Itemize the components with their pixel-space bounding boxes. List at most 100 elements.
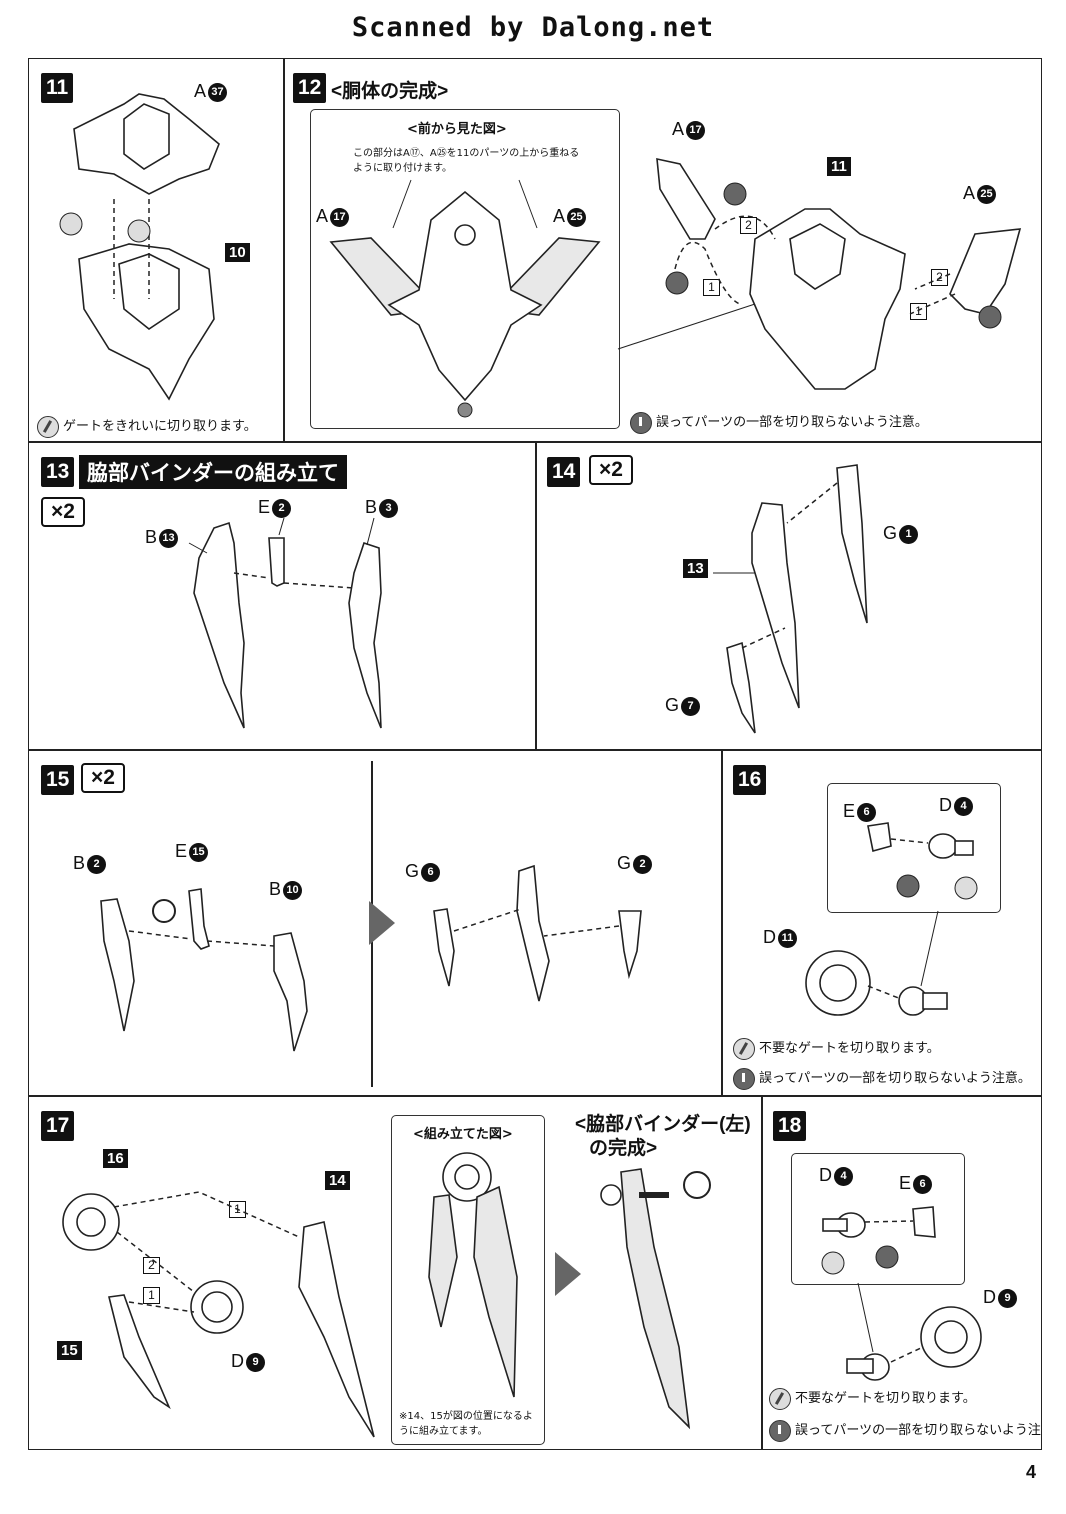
quantity-multiplier: ×2 bbox=[81, 763, 125, 793]
part-number: 1 bbox=[899, 524, 919, 544]
part-letter: G bbox=[405, 861, 420, 881]
order-marker: 1 bbox=[143, 1287, 160, 1304]
note-text: 誤ってパーツの一部を切り取らないよう注意。 bbox=[759, 1071, 1031, 1086]
part-letter: D bbox=[763, 927, 776, 947]
part-number: 17 bbox=[686, 120, 706, 140]
part-letter: B bbox=[73, 853, 86, 873]
note-text: ゲートをきれいに切り取ります。 bbox=[63, 419, 257, 434]
torso-assembly-drawing bbox=[617, 157, 1022, 390]
front-view-drawing bbox=[329, 179, 601, 418]
part-letter: G bbox=[665, 695, 680, 715]
step-title: <胴体の完成> bbox=[331, 81, 449, 102]
caution-icon bbox=[733, 1067, 755, 1090]
complete-title-2: の完成> bbox=[589, 1138, 658, 1159]
quantity-multiplier: ×2 bbox=[589, 455, 633, 485]
caution-icon bbox=[630, 411, 652, 434]
note-text: 不要なゲートを切り取ります。 bbox=[759, 1041, 940, 1056]
step-number: 15 bbox=[41, 765, 75, 795]
part-letter: B bbox=[269, 879, 282, 899]
binder-parts-drawing bbox=[188, 517, 382, 729]
assembled-view-note: ※14、15が図の位置になるように組み立てます。 bbox=[399, 1411, 533, 1437]
part-letter: A bbox=[963, 183, 976, 203]
assembled-view-title: <組み立てた図> bbox=[413, 1127, 513, 1142]
part-letter: D bbox=[983, 1287, 996, 1307]
step-number: 12 bbox=[293, 73, 327, 103]
joint-parts-drawing bbox=[805, 822, 978, 1016]
part-number: 13 bbox=[159, 528, 179, 548]
part-number: 11 bbox=[778, 928, 797, 948]
gate-note: 不要なゲートを切り取ります。 bbox=[733, 1037, 940, 1060]
step-title: 脇部バインダーの組み立て bbox=[79, 455, 347, 489]
nipper-icon bbox=[733, 1037, 755, 1060]
part-number: 25 bbox=[977, 184, 997, 204]
order-marker: 2 bbox=[931, 269, 948, 286]
part-letter: E bbox=[175, 841, 188, 861]
part-number: 37 bbox=[208, 82, 228, 102]
part-number: 4 bbox=[954, 796, 973, 816]
careful-note: 誤ってパーツの一部を切り取らないよう注意。 bbox=[630, 411, 928, 434]
part-number: 2 bbox=[87, 854, 107, 874]
binder-17-drawing bbox=[62, 1191, 375, 1438]
careful-note: 誤ってパーツの一部を切り取らないよう注意。 bbox=[769, 1419, 1042, 1442]
note-text: 誤ってパーツの一部を切り取らないよう注意。 bbox=[795, 1423, 1042, 1438]
order-marker: 1 bbox=[703, 279, 720, 296]
note-text: 不要なゲートを切り取ります。 bbox=[795, 1391, 976, 1406]
front-view-instruction: この部分はA⑰、A㉕を11のパーツの上から重ねるように取り付けます。 bbox=[353, 148, 580, 174]
step-12-panel: 12 <胴体の完成> <前から見た図> この部分はA⑰、A㉕を11のパーツの上か… bbox=[284, 58, 1042, 442]
part-number: 25 bbox=[567, 207, 587, 227]
nipper-icon bbox=[769, 1387, 791, 1410]
part-ref-16: 16 bbox=[103, 1149, 128, 1168]
step-number: 16 bbox=[733, 765, 767, 795]
binder-14-drawing bbox=[713, 464, 868, 734]
next-arrow bbox=[555, 1252, 581, 1296]
note-text: 誤ってパーツの一部を切り取らないよう注意。 bbox=[656, 415, 928, 430]
quantity-multiplier: ×2 bbox=[41, 497, 85, 527]
step-number: 18 bbox=[773, 1111, 807, 1141]
step-number: 13 bbox=[41, 457, 75, 487]
part-letter: E bbox=[843, 801, 856, 821]
part-number: 15 bbox=[189, 842, 209, 862]
page-number: 4 bbox=[1025, 1462, 1036, 1482]
step-number: 14 bbox=[547, 457, 581, 487]
nipper-icon bbox=[37, 415, 59, 438]
part-ref-13: 13 bbox=[683, 559, 708, 578]
part-number: 3 bbox=[379, 498, 399, 518]
part-letter: E bbox=[899, 1173, 912, 1193]
front-view-title: <前から見た図> bbox=[407, 122, 507, 137]
part-number: 9 bbox=[998, 1288, 1017, 1308]
part-number: 17 bbox=[330, 207, 350, 227]
part-letter: B bbox=[365, 497, 378, 517]
part-ref-10: 10 bbox=[225, 243, 250, 262]
part-number: 10 bbox=[283, 880, 303, 900]
gate-note: ゲートをきれいに切り取ります。 bbox=[37, 415, 257, 438]
part-number: 6 bbox=[857, 802, 877, 822]
part-ref-14: 14 bbox=[325, 1171, 350, 1190]
binder-15-drawing bbox=[100, 864, 642, 1052]
part-letter: D bbox=[939, 795, 952, 815]
part-number: 6 bbox=[913, 1174, 933, 1194]
caution-icon bbox=[769, 1419, 791, 1442]
part-ref-11: 11 bbox=[827, 157, 851, 176]
